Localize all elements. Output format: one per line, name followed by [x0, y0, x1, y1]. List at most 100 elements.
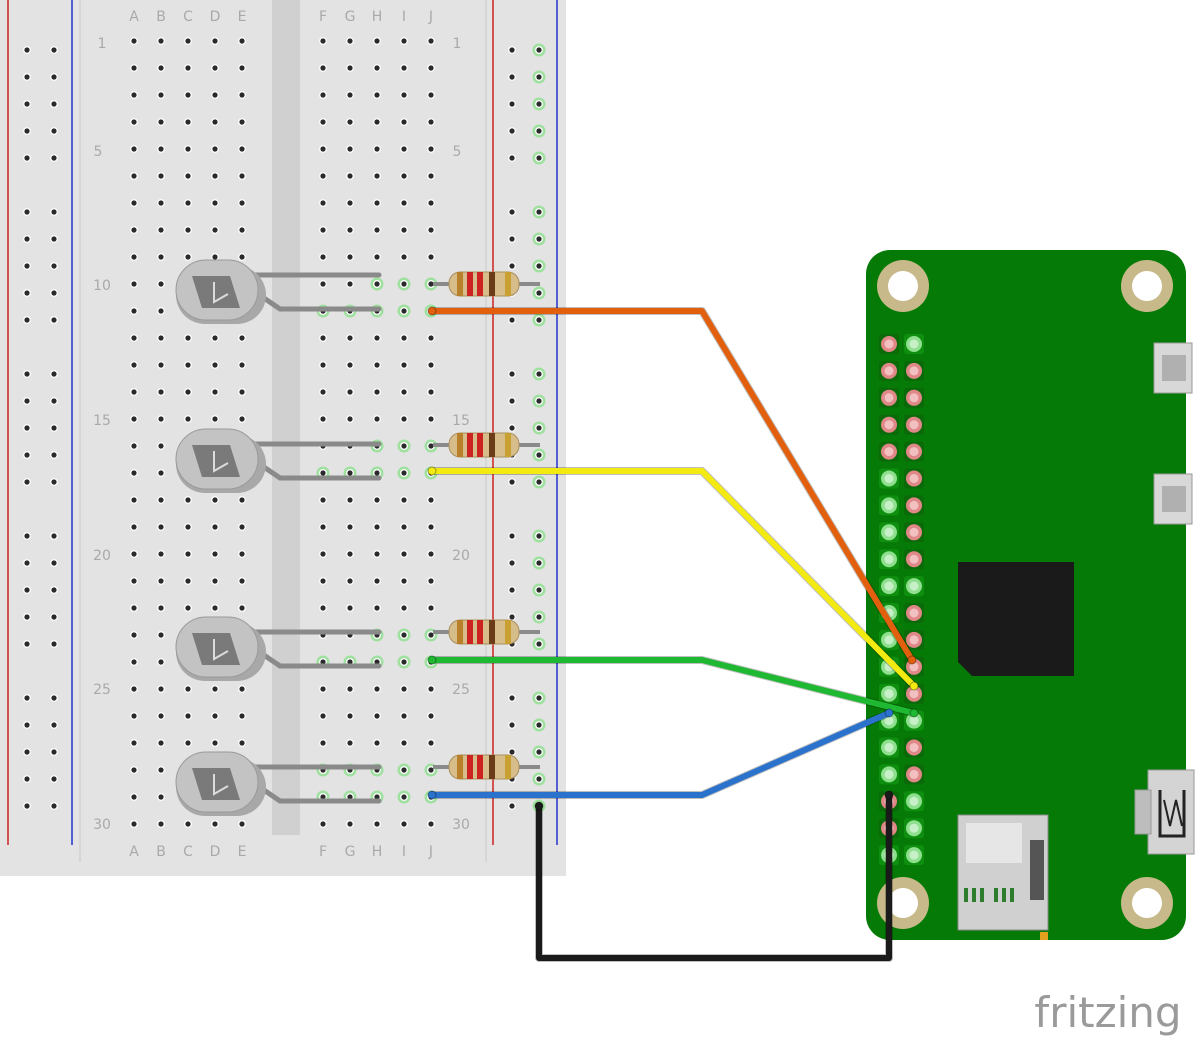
- hole-pin: [428, 200, 434, 206]
- hole-pin: [24, 452, 30, 458]
- breadboard-hole: [319, 496, 327, 504]
- breadboard-hole: [427, 226, 435, 234]
- breadboard-hole: [50, 775, 58, 783]
- hole-pin: [51, 776, 57, 782]
- hole-pin: [509, 263, 515, 269]
- hole-pin: [239, 146, 245, 152]
- hole-pin: [51, 209, 57, 215]
- hole-pin: [509, 614, 515, 620]
- gpio-pin: [904, 522, 924, 543]
- breadboard-hole: [211, 334, 219, 342]
- hole-pin: [428, 686, 434, 692]
- hole-pin: [158, 794, 164, 800]
- resistor-band: [457, 433, 463, 457]
- hole-pin: [51, 479, 57, 485]
- breadboard-hole: [319, 550, 327, 558]
- breadboard-hole: [238, 91, 246, 99]
- breadboard-hole: [157, 793, 165, 801]
- breadboard-hole: [400, 550, 408, 558]
- hole-pin: [320, 92, 326, 98]
- hole-pin: [536, 47, 542, 53]
- breadboard-hole: [373, 64, 381, 72]
- hole-pin: [320, 119, 326, 125]
- breadboard-hole: [211, 820, 219, 828]
- hole-pin: [24, 47, 30, 53]
- gpio-pin: [904, 710, 924, 731]
- hole-pin: [320, 524, 326, 530]
- hole-pin: [374, 362, 380, 368]
- breadboard-hole: [211, 145, 219, 153]
- hole-pin: [131, 119, 137, 125]
- hole-pin: [536, 722, 542, 728]
- breadboard-hole: [238, 361, 246, 369]
- hole-pin: [24, 695, 30, 701]
- breadboard-hole: [238, 739, 246, 747]
- gpio-pin: [904, 737, 924, 758]
- hole-pin: [212, 119, 218, 125]
- breadboard-hole: [184, 388, 192, 396]
- resistor-band: [467, 272, 473, 296]
- breadboard-hole: [184, 199, 192, 207]
- breadboard-hole: [238, 334, 246, 342]
- hole-pin: [131, 416, 137, 422]
- breadboard-hole-connected: [532, 286, 546, 300]
- hole-pin: [536, 641, 542, 647]
- gpio-pin-hole: [909, 769, 919, 779]
- breadboard-hole: [211, 496, 219, 504]
- breadboard-hole: [157, 172, 165, 180]
- hole-pin: [158, 605, 164, 611]
- hole-pin: [320, 551, 326, 557]
- resistor-band: [505, 272, 511, 296]
- wire-core: [429, 710, 892, 798]
- breadboard-hole: [184, 334, 192, 342]
- hole-pin: [212, 65, 218, 71]
- breadboard-hole: [346, 172, 354, 180]
- hole-pin: [509, 398, 515, 404]
- breadboard-hole: [400, 91, 408, 99]
- gpio-pin-hole: [909, 500, 919, 510]
- breadboard-hole: [346, 685, 354, 693]
- breadboard-hole: [23, 775, 31, 783]
- hole-pin: [239, 578, 245, 584]
- breadboard-hole: [427, 496, 435, 504]
- breadboard-hole-connected: [532, 70, 546, 84]
- breadboard-hole: [23, 694, 31, 702]
- breadboard-hole: [346, 550, 354, 558]
- breadboard-hole: [157, 712, 165, 720]
- breadboard-hole: [23, 424, 31, 432]
- resistors: [433, 271, 540, 780]
- hole-pin: [347, 146, 353, 152]
- breadboard-hole: [23, 532, 31, 540]
- hole-pin: [158, 281, 164, 287]
- gpio-pin-hole: [884, 716, 894, 726]
- hole-pin: [374, 659, 380, 665]
- hole-pin: [401, 173, 407, 179]
- hole-pin: [158, 632, 164, 638]
- hole-pin: [536, 776, 542, 782]
- breadboard-hole: [427, 415, 435, 423]
- hole-pin: [320, 740, 326, 746]
- hole-pin: [536, 398, 542, 404]
- hole-pin: [158, 92, 164, 98]
- breadboard-hole: [373, 145, 381, 153]
- usb-opening: [1162, 486, 1186, 512]
- hole-pin: [131, 470, 137, 476]
- hole-pin: [185, 578, 191, 584]
- breadboard-hole: [23, 748, 31, 756]
- led-anvil: [213, 639, 229, 661]
- breadboard-hole: [23, 802, 31, 810]
- breadboard-hole: [346, 199, 354, 207]
- breadboard-hole-connected: [532, 421, 546, 435]
- hole-pin: [158, 686, 164, 692]
- breadboard-hole: [211, 37, 219, 45]
- breadboard-hole: [23, 370, 31, 378]
- breadboard-hole: [319, 37, 327, 45]
- hole-pin: [320, 821, 326, 827]
- breadboard-hole: [184, 550, 192, 558]
- breadboard-hole: [373, 685, 381, 693]
- hole-pin: [347, 281, 353, 287]
- sd-slot-marker: [1040, 932, 1048, 940]
- breadboard-hole: [427, 253, 435, 261]
- gpio-pin-hole: [909, 420, 919, 430]
- breadboard-hole: [238, 64, 246, 72]
